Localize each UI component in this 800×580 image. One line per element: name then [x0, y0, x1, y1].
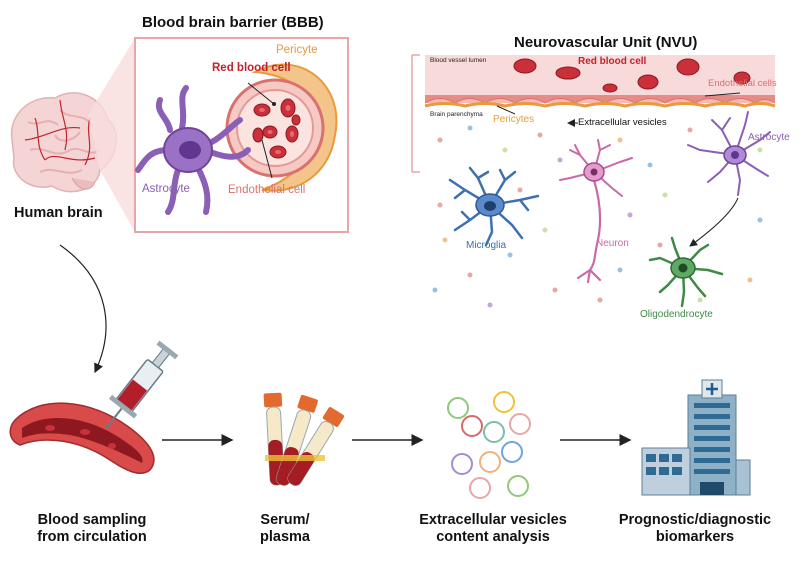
- vesicle-dots: [432, 125, 763, 308]
- nvu-astrocyte-label: Astrocyte: [748, 132, 790, 143]
- bbb-red-blood-cell-label: Red blood cell: [212, 62, 291, 74]
- nvu-astrocyte-cell: [687, 111, 771, 196]
- nvu-vessel: [424, 55, 776, 127]
- nvu-pericytes-label: Pericytes: [493, 114, 535, 125]
- nvu-oligodendrocyte-label: Oligodendrocyte: [640, 309, 713, 320]
- step4-line2: biomarkers: [655, 529, 735, 545]
- human-brain-label: Human brain: [14, 205, 103, 221]
- nvu-title: Neurovascular Unit (NVU): [514, 34, 698, 51]
- zoom-projection: [88, 38, 135, 232]
- bbb-endothelial-cell-label: Endothelial cell: [228, 184, 306, 196]
- nvu-blood-vessel-lumen-label: Blood vessel lumen: [430, 57, 487, 64]
- extracellular-vesicle-rings-icon: [447, 391, 531, 499]
- step3-line2: content analysis: [436, 529, 550, 545]
- step1-line2: from circulation: [37, 529, 147, 545]
- test-tubes-icon: [263, 392, 345, 486]
- microglia-cell: [448, 166, 540, 247]
- astrocyte-to-oligodendrocyte-arrow: [689, 197, 739, 247]
- step3-label: Extracellular vesicles content analysis: [398, 512, 588, 546]
- nvu-brain-parenchyma-label: Brain parenchyma: [430, 111, 483, 118]
- nvu-microglia-label: Microglia: [466, 240, 507, 251]
- bbb-panel: [134, 37, 349, 233]
- step2-line2: plasma: [260, 529, 310, 545]
- bbb-title: Blood brain barrier (BBB): [142, 14, 324, 31]
- brain-to-sampling-arrow: [59, 244, 107, 374]
- step1-line1: Blood sampling: [37, 512, 147, 528]
- step4-label: Prognostic/diagnostic biomarkers: [600, 512, 790, 546]
- blood-vessel-syringe-icon: [9, 340, 179, 474]
- nvu-red-blood-cell-label: Red blood cell: [578, 56, 647, 67]
- hospital-icon: [641, 379, 751, 496]
- nvu-neuron-label: Neuron: [596, 238, 629, 249]
- step4-line1: Prognostic/diagnostic: [618, 512, 772, 528]
- bbb-pericyte-label: Pericyte: [276, 44, 318, 56]
- neuron-cell: [559, 139, 633, 284]
- step2-label: Serum/ plasma: [230, 512, 340, 546]
- step3-line1: Extracellular vesicles: [419, 512, 567, 528]
- bbb-astrocyte-label: Astrocyte: [142, 183, 190, 195]
- nvu-extracellular-vesicles-label: Extracellular vesicles: [578, 117, 667, 128]
- zoom-line: [348, 38, 418, 55]
- step2-line1: Serum/: [260, 512, 310, 528]
- oligodendrocyte-cell: [648, 236, 724, 308]
- step1-label: Blood sampling from circulation: [12, 512, 172, 546]
- nvu-endothelial-cells-label: Endothelial cells: [708, 78, 777, 89]
